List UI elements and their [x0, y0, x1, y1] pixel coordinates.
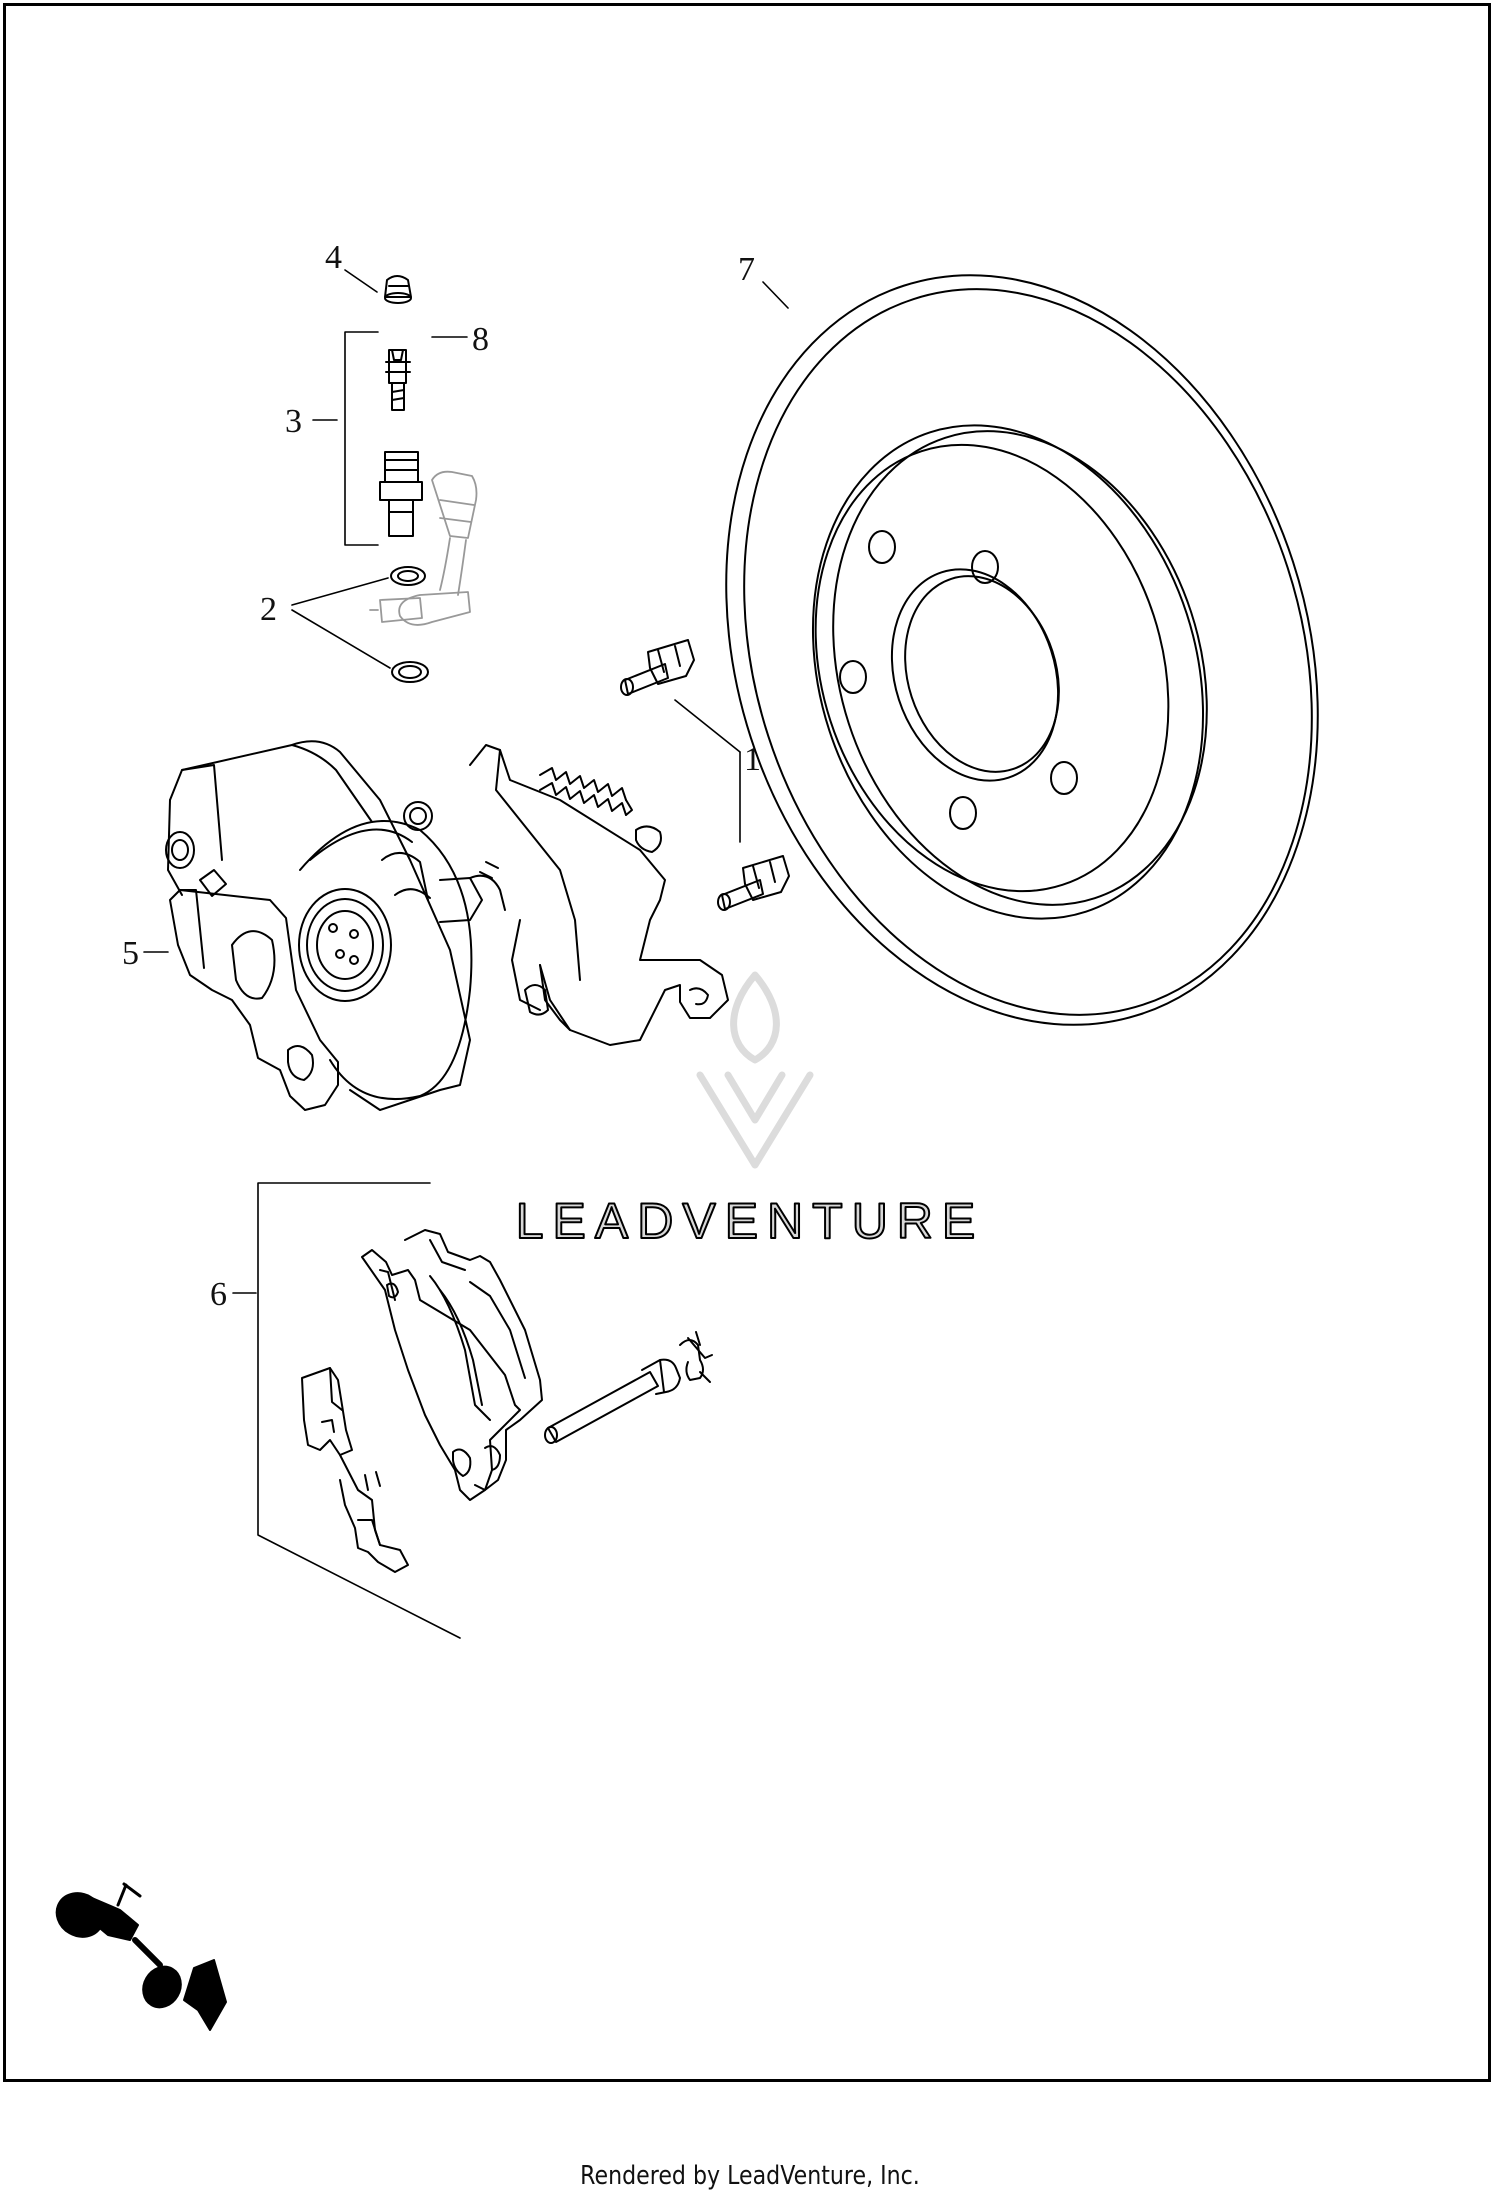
bolt-lower [717, 855, 790, 911]
brake-rotor [725, 274, 1319, 1026]
callout-6: 6 [210, 1276, 227, 1313]
diagram-frame [3, 3, 1491, 2082]
footer-credit: Rendered by LeadVenture, Inc. [580, 2161, 920, 2191]
callout-7: 7 [738, 251, 755, 288]
callout-5: 5 [122, 935, 139, 972]
brake-line-fitting [379, 451, 423, 537]
bleeder-cap [384, 275, 412, 304]
bleeder-screw [385, 349, 411, 411]
crush-washers [390, 566, 429, 683]
callout-1: 1 [744, 741, 761, 778]
callout-numbers: 1 2 3 4 5 6 7 8 [122, 239, 761, 1313]
callout-4: 4 [325, 239, 342, 276]
brake-caliper [165, 740, 729, 1111]
callout-8: 8 [472, 321, 489, 358]
leader-lines [143, 269, 789, 1639]
callout-2: 2 [260, 591, 277, 628]
bolt-upper [620, 639, 695, 696]
callout-3: 3 [285, 403, 302, 440]
watermark-text: LEADVENTURE [516, 1193, 985, 1249]
motorcycle-orientation-icon [55, 1882, 227, 2031]
brake-pad-kit [301, 1229, 713, 1573]
rotor-bolts [620, 639, 790, 911]
bleeder-assembly [379, 275, 423, 537]
brake-hose [369, 470, 478, 626]
watermark: LEADVENTURE [515, 971, 985, 1250]
